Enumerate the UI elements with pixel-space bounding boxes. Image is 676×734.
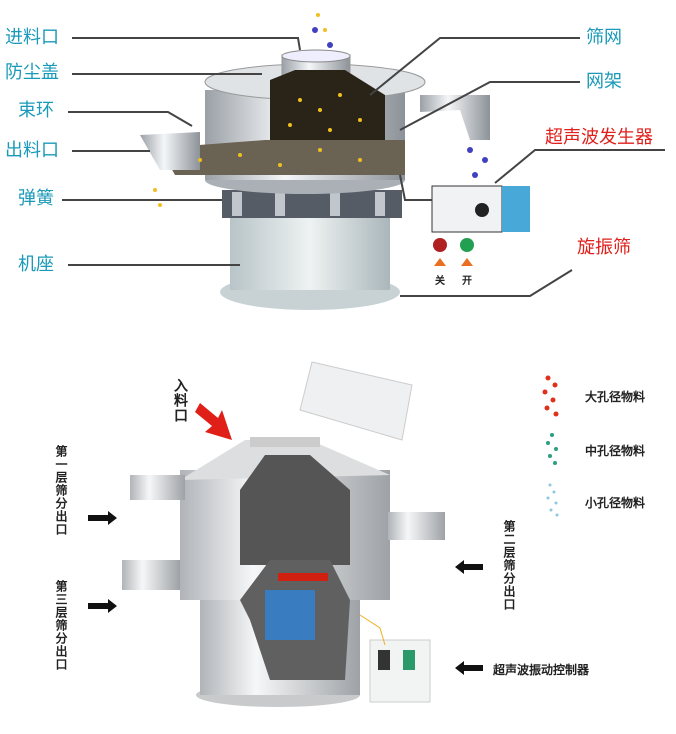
legend-swatches (542, 375, 559, 517)
label-base: 机座 (18, 254, 54, 275)
arrow-left-icon (455, 560, 483, 574)
legend-medium-label: 中孔径物料 (585, 444, 646, 458)
arrow-left-icon (455, 661, 483, 675)
feed-bag (299, 361, 413, 441)
label-rotary-sieve: 旋振筛 (577, 237, 631, 258)
springs (222, 190, 402, 218)
label-mesh-frame: 网架 (586, 71, 622, 92)
label-ultrasonic-generator: 超声波发生器 (545, 127, 653, 148)
sieve-body-cutaway (122, 437, 445, 707)
label-ultrasonic-controller: 超声波振动控制器 (493, 663, 590, 677)
machine-base (220, 215, 400, 310)
label-layer1-outlet: 第一层筛分出口 (54, 445, 68, 536)
sieve-body (140, 49, 490, 194)
label-dust-cover: 防尘盖 (5, 62, 59, 83)
label-clamp-ring: 束环 (18, 100, 54, 121)
outlet-arrows (88, 511, 483, 675)
leader-lines (62, 37, 665, 297)
rotary-sieve-illustration (62, 13, 665, 310)
arrow-right-icon (88, 599, 117, 613)
label-spring: 弹簧 (18, 188, 54, 209)
label-layer2-outlet: 第二层筛分出口 (502, 520, 516, 611)
material-particles (153, 13, 488, 207)
ultrasonic-generator-box (399, 174, 530, 266)
legend-large-label: 大孔径物料 (585, 390, 646, 404)
on-button[interactable] (460, 238, 474, 252)
off-label: 关 (435, 276, 445, 287)
inlet-arrow-icon (195, 403, 232, 440)
legend-small-particles-icon (546, 483, 559, 517)
off-button[interactable] (433, 238, 447, 252)
label-layer3-outlet: 第三层筛分出口 (54, 580, 68, 671)
label-feed-inlet: 进料口 (5, 27, 59, 48)
label-discharge-outlet: 出料口 (5, 140, 59, 161)
on-label: 开 (462, 276, 472, 287)
label-inlet: 入料口 (172, 378, 188, 423)
legend-large-particles-icon (542, 375, 559, 417)
arrow-right-icon (88, 511, 117, 525)
legend-medium-particles-icon (546, 433, 558, 465)
legend-small-label: 小孔径物料 (585, 496, 646, 510)
label-screen-mesh: 筛网 (586, 27, 622, 48)
